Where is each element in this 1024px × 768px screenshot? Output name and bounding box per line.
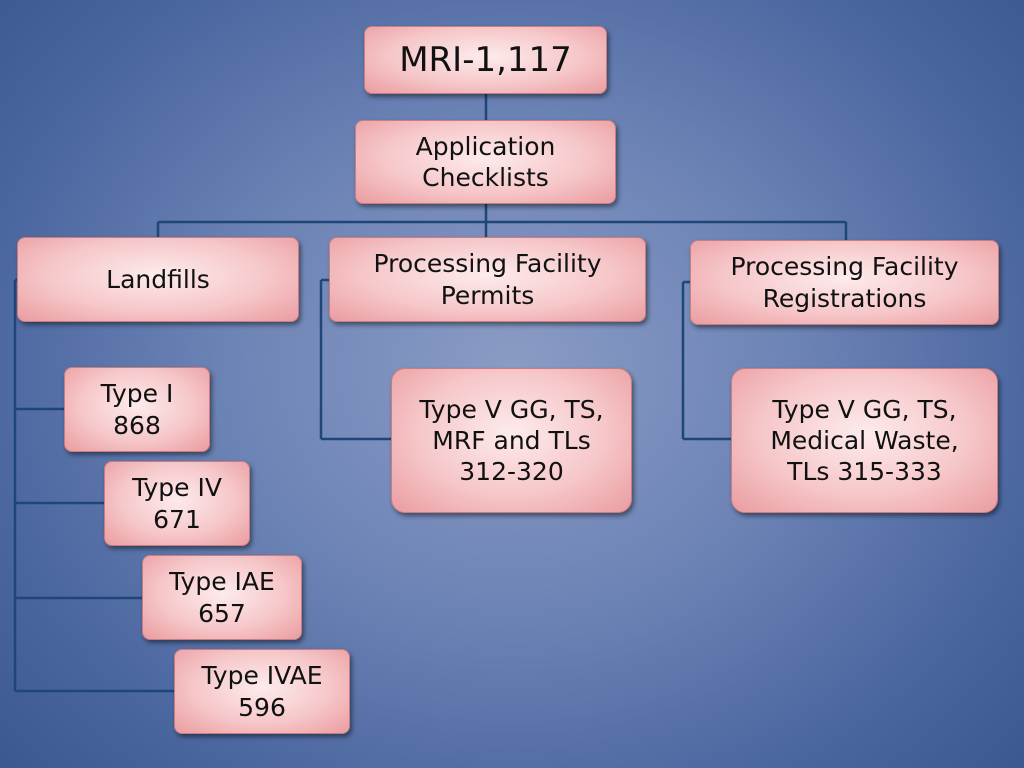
landfill-type-i-node: Type I 868	[64, 367, 210, 452]
processing-facility-registrations-node: Processing Facility Registrations	[690, 240, 999, 325]
registration-types-node: Type V GG, TS, Medical Waste, TLs 315-33…	[731, 368, 998, 513]
application-checklists-node: Application Checklists	[355, 120, 616, 204]
landfills-node: Landfills	[17, 237, 299, 322]
landfill-type-ivae-node: Type IVAE 596	[174, 649, 350, 734]
permit-types-node: Type V GG, TS, MRF and TLs 312-320	[391, 368, 632, 513]
landfill-type-iae-node: Type IAE 657	[142, 555, 302, 640]
root-node: MRI-1,117	[364, 26, 607, 94]
landfill-type-iv-node: Type IV 671	[104, 461, 250, 546]
processing-facility-permits-node: Processing Facility Permits	[329, 237, 646, 322]
